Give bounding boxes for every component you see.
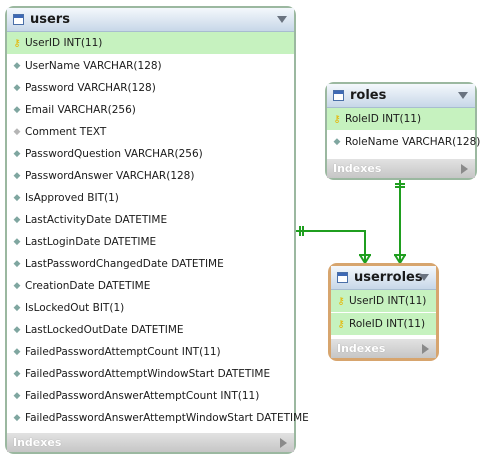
indexes-label: Indexes — [13, 436, 62, 449]
column-label: LastActivityDate DATETIME — [25, 214, 168, 226]
column-row[interactable]: ◆ Password VARCHAR(128) — [7, 77, 294, 99]
table-icon — [333, 90, 344, 101]
column-label: Password VARCHAR(128) — [25, 82, 156, 94]
table-users-title: users — [30, 12, 70, 27]
key-icon: ⚷ — [333, 113, 341, 125]
table-roles-indexes[interactable]: Indexes — [327, 159, 475, 178]
column-row[interactable]: ◆ FailedPasswordAttemptCount INT(11) — [7, 341, 294, 363]
table-icon — [337, 272, 348, 283]
column-row[interactable]: ◆ FailedPasswordAnswerAttemptCount INT(11… — [7, 385, 294, 407]
diamond-icon: ◆ — [13, 237, 21, 247]
column-label: RoleID INT(11) — [349, 318, 426, 330]
key-icon: ⚷ — [337, 295, 345, 307]
diamond-icon: ◆ — [13, 215, 21, 225]
column-label: PasswordAnswer VARCHAR(128) — [25, 170, 195, 182]
collapse-icon[interactable] — [277, 16, 287, 23]
column-row[interactable]: ◆ IsApproved BIT(1) — [7, 187, 294, 209]
column-row[interactable]: ◆ FailedPasswordAnswerAttemptWindowStart … — [7, 407, 309, 429]
column-label: UserID INT(11) — [25, 37, 103, 49]
expand-indexes-icon[interactable] — [280, 438, 287, 448]
table-users-indexes[interactable]: Indexes — [7, 433, 294, 452]
diamond-icon: ◆ — [13, 83, 21, 93]
key-icon: ⚷ — [13, 37, 21, 49]
column-label: RoleID INT(11) — [345, 113, 422, 125]
column-label: LastLoginDate DATETIME — [25, 236, 157, 248]
column-label: LastLockedOutDate DATETIME — [25, 324, 184, 336]
collapse-icon[interactable] — [458, 92, 468, 99]
diamond-icon: ◆ — [13, 391, 21, 401]
table-icon — [13, 14, 24, 25]
table-userroles[interactable]: userroles ⚷ UserID INT(11) ⚷ RoleID INT(11)… — [328, 263, 439, 361]
table-userroles-indexes[interactable]: Indexes — [331, 339, 436, 358]
column-row[interactable]: ◆ LastLockedOutDate DATETIME — [7, 319, 294, 341]
table-roles-header[interactable]: roles — [327, 84, 475, 108]
collapse-icon[interactable] — [419, 274, 429, 281]
diamond-icon: ◆ — [13, 303, 21, 313]
diamond-icon: ◆ — [13, 105, 21, 115]
key-icon: ⚷ — [337, 318, 345, 330]
column-row[interactable]: ◆ LastActivityDate DATETIME — [7, 209, 294, 231]
diamond-icon: ◆ — [13, 281, 21, 291]
table-users-columns: ⚷ UserID INT(11) ◆ UserName VARCHAR(128) ◆ Pa… — [7, 32, 309, 429]
diamond-icon: ◆ — [13, 171, 21, 181]
one-marker — [395, 183, 405, 188]
column-row[interactable]: ◆ PasswordQuestion VARCHAR(256) — [7, 143, 294, 165]
one-marker — [299, 226, 304, 236]
column-label: FailedPasswordAnswerAttemptWindowStart D… — [25, 412, 309, 424]
column-row[interactable]: ◆ PasswordAnswer VARCHAR(128) — [7, 165, 294, 187]
table-roles-title: roles — [350, 88, 387, 103]
column-row[interactable]: ◆ FailedPasswordAttemptWindowStart DATETI… — [7, 363, 294, 385]
column-label: Comment TEXT — [25, 126, 107, 138]
column-row[interactable]: ◆ IsLockedOut BIT(1) — [7, 297, 294, 319]
many-marker — [394, 254, 406, 264]
column-row[interactable]: ◆ Email VARCHAR(256) — [7, 99, 294, 121]
diamond-icon: ◆ — [13, 127, 21, 137]
column-row[interactable]: ◆ Comment TEXT — [7, 121, 294, 143]
diamond-icon: ◆ — [333, 137, 341, 147]
column-row[interactable]: ◆ RoleName VARCHAR(128) — [327, 131, 481, 153]
diamond-icon: ◆ — [13, 325, 21, 335]
column-label: FailedPasswordAttemptCount INT(11) — [25, 346, 221, 358]
expand-indexes-icon[interactable] — [461, 164, 468, 174]
column-row[interactable]: ⚷ RoleID INT(11) — [331, 313, 436, 336]
diamond-icon: ◆ — [13, 61, 21, 71]
diamond-icon: ◆ — [13, 369, 21, 379]
column-label: FailedPasswordAnswerAttemptCount INT(11) — [25, 390, 260, 402]
table-userroles-columns: ⚷ UserID INT(11) ⚷ RoleID INT(11) — [331, 290, 436, 336]
column-row[interactable]: ⚷ RoleID INT(11) — [327, 108, 475, 131]
diamond-icon: ◆ — [13, 193, 21, 203]
table-userroles-title: userroles — [354, 270, 423, 285]
column-label: UserName VARCHAR(128) — [25, 60, 162, 72]
column-row[interactable]: ◆ LastLoginDate DATETIME — [7, 231, 294, 253]
diamond-icon: ◆ — [13, 149, 21, 159]
column-label: IsLockedOut BIT(1) — [25, 302, 125, 314]
expand-indexes-icon[interactable] — [422, 344, 429, 354]
column-label: LastPasswordChangedDate DATETIME — [25, 258, 224, 270]
table-users-header[interactable]: users — [7, 8, 294, 32]
column-row[interactable]: ⚷ UserID INT(11) — [331, 290, 436, 313]
diamond-icon: ◆ — [13, 259, 21, 269]
column-label: CreationDate DATETIME — [25, 280, 151, 292]
diamond-icon: ◆ — [13, 413, 21, 423]
column-label: PasswordQuestion VARCHAR(256) — [25, 148, 203, 160]
many-marker — [359, 254, 371, 264]
indexes-label: Indexes — [333, 162, 382, 175]
column-label: Email VARCHAR(256) — [25, 104, 136, 116]
column-label: RoleName VARCHAR(128) — [345, 136, 481, 148]
relationship-users-userroles — [296, 230, 366, 263]
indexes-label: Indexes — [337, 342, 386, 355]
column-label: FailedPasswordAttemptWindowStart DATETIM… — [25, 368, 271, 380]
column-label: IsApproved BIT(1) — [25, 192, 119, 204]
table-userroles-header[interactable]: userroles — [331, 266, 436, 290]
column-label: UserID INT(11) — [349, 295, 427, 307]
column-row[interactable]: ◆ LastPasswordChangedDate DATETIME — [7, 253, 294, 275]
column-row[interactable]: ◆ UserName VARCHAR(128) — [7, 55, 294, 77]
table-users[interactable]: users ⚷ UserID INT(11) ◆ UserName VARCHAR(1… — [5, 6, 309, 454]
column-row[interactable]: ◆ CreationDate DATETIME — [7, 275, 294, 297]
column-row[interactable]: ⚷ UserID INT(11) — [7, 32, 294, 55]
table-roles-columns: ⚷ RoleID INT(11) ◆ RoleName VARCHAR(128) — [327, 108, 481, 153]
diamond-icon: ◆ — [13, 347, 21, 357]
table-roles[interactable]: roles ⚷ RoleID INT(11) ◆ RoleName VARCHAR(1… — [325, 82, 481, 180]
